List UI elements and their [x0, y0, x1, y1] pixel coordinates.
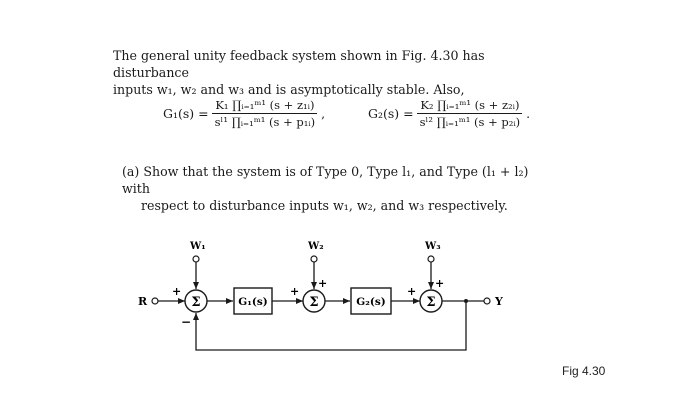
sum2-symbol: Σ	[309, 295, 318, 310]
g2-denominator: sˡ² ∏ᵢ₌₁ᵐ¹ (s + p₂ᵢ)	[419, 114, 521, 129]
g2-separator: .	[526, 105, 531, 121]
transfer-function-equations: G₁(s) = K₁ ∏ᵢ₌₁ᵐ¹ (s + z₁ᵢ) sˡ¹ ∏ᵢ₌₁ᵐ¹ (…	[163, 93, 563, 133]
sum3-symbol: Σ	[426, 295, 435, 310]
figure-label: Fig 4.30	[562, 364, 606, 378]
sum2-plus-top: +	[318, 277, 327, 290]
sum2-plus-left: +	[290, 285, 299, 298]
g2-block-label: G₂(s)	[356, 296, 385, 308]
g1-numerator: K₁ ∏ᵢ₌₁ᵐ¹ (s + z₁ᵢ)	[212, 98, 318, 114]
sum1-plus-sign: +	[172, 285, 181, 298]
w3-label: W₃	[424, 241, 441, 252]
g1-denominator: sˡ¹ ∏ᵢ₌₁ᵐ¹ (s + p₁ᵢ)	[214, 114, 316, 129]
w2-label: W₂	[307, 241, 324, 252]
feedback-path	[193, 301, 467, 351]
output-terminal	[483, 297, 491, 305]
sum1-minus-sign: −	[181, 315, 191, 329]
intro-line-1: The general unity feedback system shown …	[113, 48, 485, 80]
g1-lhs: G₁(s) =	[163, 105, 209, 121]
input-terminal	[151, 297, 159, 305]
part-a-line-1: (a) Show that the system is of Type 0, T…	[122, 164, 529, 196]
g1-fraction: K₁ ∏ᵢ₌₁ᵐ¹ (s + z₁ᵢ) sˡ¹ ∏ᵢ₌₁ᵐ¹ (s + p₁ᵢ)	[212, 98, 319, 129]
w1-terminal	[192, 255, 200, 263]
g2-numerator: K₂ ∏ᵢ₌₁ᵐ¹ (s + z₂ᵢ)	[417, 98, 523, 114]
part-a-question: (a) Show that the system is of Type 0, T…	[122, 163, 552, 214]
output-label-y: Y	[494, 295, 503, 308]
g2-equation: G₂(s) = K₂ ∏ᵢ₌₁ᵐ¹ (s + z₂ᵢ) sˡ² ∏ᵢ₌₁ᵐ¹ (…	[368, 93, 530, 133]
g1-equation: G₁(s) = K₁ ∏ᵢ₌₁ᵐ¹ (s + z₁ᵢ) sˡ¹ ∏ᵢ₌₁ᵐ¹ (…	[163, 93, 325, 133]
g1-block	[233, 287, 273, 315]
part-a-line-2: respect to disturbance inputs w₁, w₂, an…	[141, 198, 508, 213]
g2-lhs: G₂(s) =	[368, 105, 414, 121]
sum3-plus-top: +	[435, 277, 444, 290]
input-label-r: R	[138, 295, 148, 308]
intro-line-2: inputs w₁, w₂ and w₃ and is asymptotical…	[113, 82, 465, 97]
g1-block-label: G₁(s)	[238, 296, 267, 308]
sum3-plus-left: +	[407, 285, 416, 298]
w3-terminal	[427, 255, 435, 263]
w1-label: W₁	[189, 241, 206, 252]
g2-fraction: K₂ ∏ᵢ₌₁ᵐ¹ (s + z₂ᵢ) sˡ² ∏ᵢ₌₁ᵐ¹ (s + p₂ᵢ)	[417, 98, 524, 129]
g1-separator: ,	[321, 105, 326, 121]
problem-intro: The general unity feedback system shown …	[113, 47, 553, 98]
sum1-symbol: Σ	[191, 295, 200, 310]
w2-terminal	[310, 255, 318, 263]
